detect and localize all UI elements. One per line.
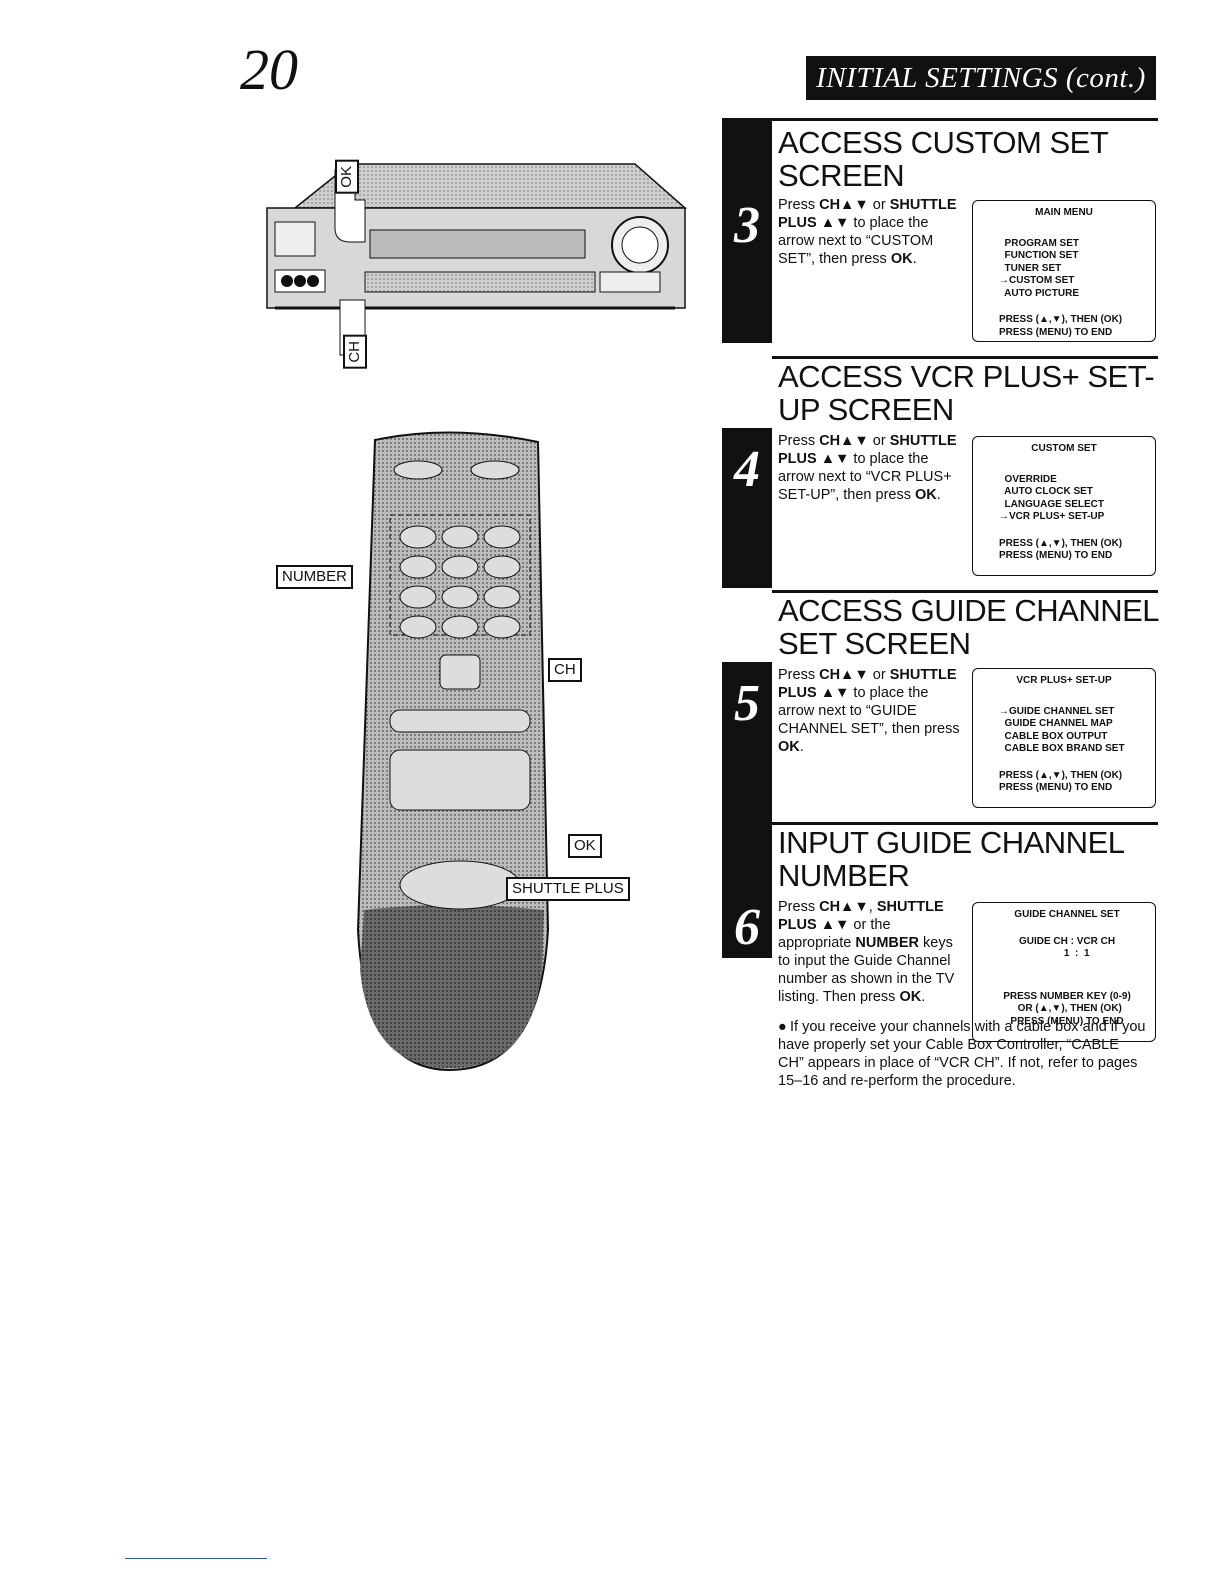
- osd-item-selected: →CUSTOM SET: [999, 275, 1075, 286]
- section-title: INITIAL SETTINGS (cont.): [806, 56, 1156, 100]
- osd-custom-set: CUSTOM SET OVERRIDE AUTO CLOCK SET LANGU…: [972, 436, 1156, 576]
- osd-footer: PRESS NUMBER KEY (0-9): [1003, 990, 1131, 1002]
- osd-item: 1 : 1: [1044, 948, 1090, 959]
- vcr-drawing: [266, 163, 687, 356]
- bullet-icon: ●: [778, 1019, 787, 1035]
- page-number: 20: [240, 37, 298, 102]
- step-rule: [772, 590, 1158, 593]
- osd-item: AUTO CLOCK SET: [999, 486, 1093, 497]
- osd-item: GUIDE CH : VCR CH: [1018, 935, 1116, 947]
- osd-footer: PRESS (MENU) TO END: [999, 782, 1113, 793]
- osd-item-selected: →GUIDE CHANNEL SET: [999, 705, 1115, 717]
- osd-item: LANGUAGE SELECT: [999, 498, 1105, 510]
- footer-rule: [125, 1558, 267, 1559]
- osd-item: CABLE BOX OUTPUT: [999, 730, 1108, 742]
- osd-item: FUNCTION SET: [999, 250, 1079, 261]
- osd-footer: PRESS (▲,▼), THEN (OK): [999, 314, 1123, 325]
- osd-title: GUIDE CHANNEL SET: [1014, 909, 1120, 920]
- step-4: 4 ACCESS VCR PLUS+ SET-UP SCREEN Press C…: [722, 356, 1158, 588]
- step-tab: [722, 822, 772, 958]
- osd-footer: PRESS (MENU) TO END: [999, 550, 1113, 561]
- callout-ch: CH: [548, 658, 582, 682]
- step-tab: [722, 662, 772, 822]
- step-instructions: Press CH▲▼ or SHUTTLE PLUS ▲▼ to place t…: [778, 667, 960, 755]
- remote-illustration: NUMBER CH OK SHUTTLE PLUS: [270, 430, 630, 1080]
- step-3: 3 ACCESS CUSTOM SET SCREEN Press CH▲▼ or…: [722, 118, 1158, 343]
- osd-footer: PRESS (MENU) TO END: [999, 326, 1113, 338]
- step-rule: [772, 118, 1158, 121]
- osd-vcr-plus-setup: VCR PLUS+ SET-UP →GUIDE CHANNEL SET GUID…: [972, 668, 1156, 808]
- step-number: 3: [734, 197, 760, 254]
- osd-item: CABLE BOX BRAND SET: [999, 743, 1125, 754]
- callout-ok: OK: [335, 160, 359, 194]
- vcr-illustration: OK CH: [255, 150, 695, 390]
- osd-footer: PRESS (▲,▼), THEN (OK): [999, 537, 1123, 549]
- callout-ch: CH: [343, 335, 367, 369]
- osd-footer: PRESS (▲,▼), THEN (OK): [999, 769, 1123, 781]
- note-cable-box: ●If you receive your channels with a cab…: [778, 1018, 1148, 1090]
- step-instructions: Press CH▲▼, SHUTTLE PLUS ▲▼ or the appro…: [778, 899, 955, 1005]
- step-title: ACCESS VCR PLUS+ SET-UP SCREEN: [778, 359, 1155, 427]
- osd-title: VCR PLUS+ SET-UP: [1016, 675, 1112, 686]
- callout-shuttle-plus: SHUTTLE PLUS: [506, 877, 630, 901]
- osd-footer: OR (▲,▼), THEN (OK): [1012, 1003, 1122, 1014]
- step-number: 6: [734, 899, 760, 956]
- step-number: 4: [734, 441, 760, 498]
- osd-footer: PRESS (MENU) TO END: [1010, 1015, 1124, 1027]
- step-6: 6 INPUT GUIDE CHANNEL NUMBER Press CH▲▼,…: [722, 822, 1158, 1042]
- osd-item: AUTO PICTURE: [999, 287, 1080, 299]
- step-title: ACCESS CUSTOM SET SCREEN: [778, 125, 1108, 193]
- callout-number: NUMBER: [276, 565, 354, 589]
- osd-item: GUIDE CHANNEL MAP: [999, 718, 1113, 729]
- step-tab: [722, 118, 772, 343]
- osd-main-menu: MAIN MENU PROGRAM SET FUNCTION SET TUNER…: [972, 200, 1156, 342]
- step-instructions: Press CH▲▼ or SHUTTLE PLUS ▲▼ to place t…: [778, 433, 957, 503]
- step-title: INPUT GUIDE CHANNEL NUMBER: [778, 825, 1124, 893]
- osd-item: PROGRAM SET: [999, 237, 1080, 249]
- step-number: 5: [734, 675, 760, 732]
- step-tab: [722, 428, 772, 588]
- step-rule: [772, 356, 1158, 359]
- osd-item-selected: →VCR PLUS+ SET-UP: [999, 511, 1105, 522]
- osd-guide-channel-set: GUIDE CHANNEL SET GUIDE CH : VCR CH 1 : …: [972, 902, 1156, 1042]
- remote-drawing: [356, 431, 550, 1072]
- step-instructions: Press CH▲▼ or SHUTTLE PLUS ▲▼ to place t…: [778, 197, 957, 267]
- step-title: ACCESS GUIDE CHANNEL SET SCREEN: [778, 593, 1158, 661]
- osd-title: MAIN MENU: [1035, 207, 1093, 218]
- osd-item: TUNER SET: [999, 262, 1062, 274]
- note-text: If you receive your channels with a cabl…: [778, 1019, 1146, 1089]
- step-rule: [772, 822, 1158, 825]
- step-5: 5 ACCESS GUIDE CHANNEL SET SCREEN Press …: [722, 590, 1158, 822]
- callout-ok: OK: [568, 834, 602, 858]
- osd-title: CUSTOM SET: [1031, 443, 1097, 454]
- osd-item: OVERRIDE: [999, 473, 1057, 485]
